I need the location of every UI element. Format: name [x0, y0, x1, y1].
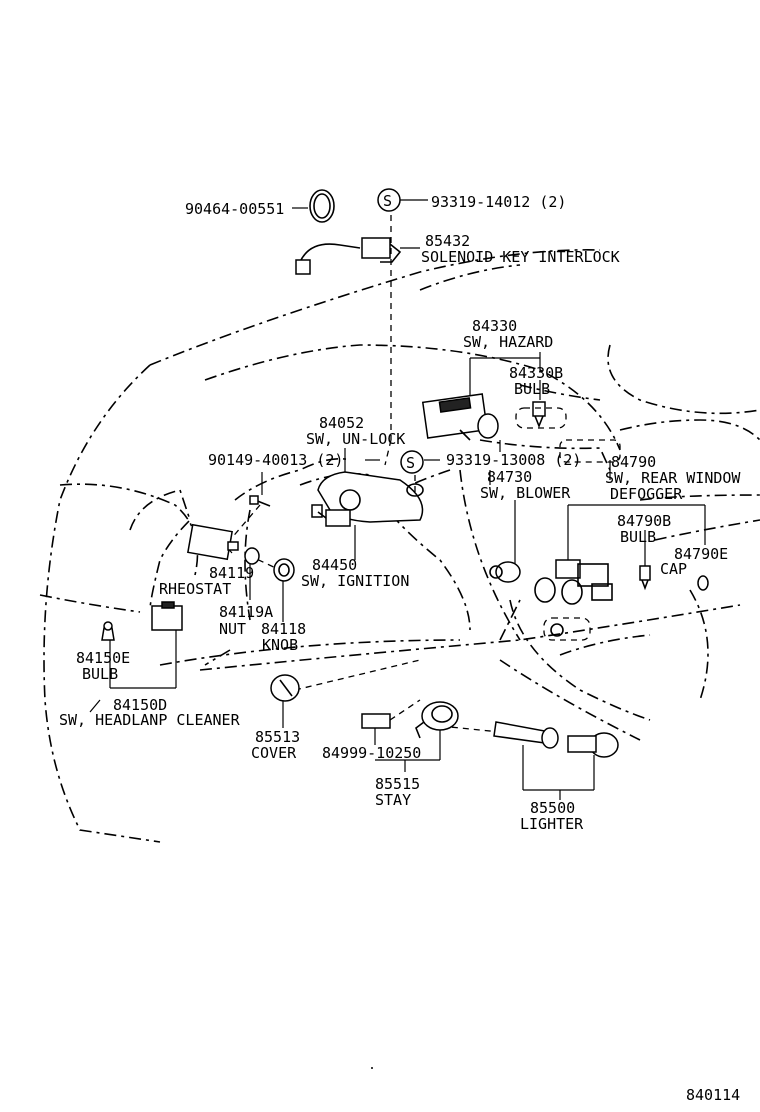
- console-recess-icons: [515, 407, 621, 641]
- part-84450: 84450: [312, 556, 357, 574]
- part-93319-13008: 93319-13008 (2): [446, 451, 581, 469]
- s-mark-top-icon: S: [377, 188, 401, 212]
- defogger-label: DEFOGGER: [610, 485, 683, 503]
- stay-label: STAY: [375, 791, 411, 809]
- bulb-hazard-icon: [532, 401, 546, 429]
- bulb-defogger-label: BULB: [620, 528, 656, 546]
- lighter-label: LIGHTER: [520, 815, 584, 833]
- labels: 90464-00551 93319-14012 (2) 85432 SOLENO…: [59, 193, 741, 1104]
- clip-84999-icon: [361, 713, 391, 729]
- solenoid-key-interlock-icon: [295, 237, 402, 275]
- cover-label: COVER: [251, 744, 297, 762]
- sw-hazard-icon: [421, 393, 499, 441]
- s-mark-top-label: S: [383, 192, 392, 210]
- rheostat-icon: [187, 523, 239, 561]
- sw-ignition-icon: [317, 509, 351, 527]
- sw-blower-label: SW, BLOWER: [480, 484, 571, 502]
- part-85500: 85500: [530, 799, 575, 817]
- part-84119: 84119: [209, 564, 254, 582]
- part-84119a: 84119A: [219, 603, 273, 621]
- sw-rear-window-label: SW, REAR WINDOW: [605, 469, 741, 487]
- nut-label: NUT: [219, 620, 246, 638]
- knob-label: KNOB: [262, 636, 298, 654]
- part-85515: 85515: [375, 775, 420, 793]
- lighter-85500-icon: [493, 721, 619, 758]
- s-mark-mid-label: S: [406, 454, 415, 472]
- sw-unlock-label: SW, UN-LOCK: [306, 430, 405, 448]
- part-84790e: 84790E: [674, 545, 728, 563]
- part-85513: 85513: [255, 728, 300, 746]
- screw-90149-icon: [249, 495, 271, 507]
- part-84150d: 84150D: [113, 696, 167, 714]
- part-90464: 90464-00551: [185, 200, 284, 218]
- sw-ignition-label: SW, IGNITION: [301, 572, 409, 590]
- sw-blower-icon: [489, 561, 521, 583]
- part-93319-14012: 93319-14012 (2): [431, 193, 566, 211]
- dashboard-outline: [39, 249, 760, 843]
- part-84790b: 84790B: [617, 512, 671, 530]
- part-84999: 84999-10250: [322, 744, 421, 762]
- part-84118: 84118: [261, 620, 306, 638]
- cover-85513-icon: [270, 674, 300, 702]
- sw-headlamp-cleaner-label: SW, HEADLANP CLEANER: [59, 711, 241, 729]
- stray-dot: [371, 1067, 373, 1069]
- part-90149: 90149-40013 (2): [208, 451, 343, 469]
- stay-85515-icon: [415, 701, 459, 739]
- clip-90464-icon: [309, 189, 335, 223]
- part-84330b: 84330B: [509, 364, 563, 382]
- part-84052: 84052: [319, 414, 364, 432]
- nut-84119a-icon: [244, 547, 260, 565]
- part-84730: 84730: [487, 468, 532, 486]
- part-84790: 84790: [611, 453, 656, 471]
- sw-hazard-label: SW, HAZARD: [463, 333, 553, 351]
- bulb-84150e-icon: [101, 621, 115, 641]
- cap-84790e-icon: [697, 575, 709, 591]
- part-84150e: 84150E: [76, 649, 130, 667]
- part-84330: 84330: [472, 317, 517, 335]
- bulb-hazard-label: BULB: [514, 380, 550, 398]
- bulb-headlamp-label: BULB: [82, 665, 118, 683]
- sw-headlamp-cleaner-icon: [151, 601, 183, 631]
- part-85432: 85432: [425, 232, 470, 250]
- diagram-id: 840114: [686, 1086, 740, 1104]
- knob-84118-icon: [273, 558, 295, 582]
- solenoid-key-interlock-label: SOLENOID KEY INTERLOCK: [421, 248, 620, 266]
- rheostat-label: RHEOSTAT: [159, 580, 231, 598]
- s-mark-mid-icon: S: [400, 450, 424, 474]
- bulb-84790b-icon: [639, 565, 651, 591]
- sw-rear-window-defogger-icon: [534, 559, 613, 605]
- cap-label: CAP: [660, 560, 687, 578]
